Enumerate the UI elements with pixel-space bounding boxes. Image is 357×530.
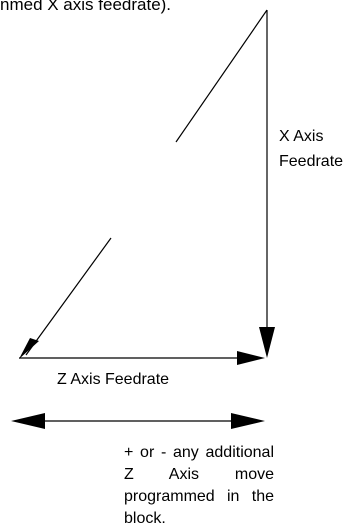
resultant-vector-lower	[25, 237, 112, 356]
top-caption: nmed X axis feedrate).	[0, 0, 172, 14]
feedrate-diagram: nmed X axis feedrate). X Axis Feedrate Z…	[0, 0, 343, 527]
additional-z-left-arrowhead	[11, 413, 45, 429]
resultant-arrowhead	[19, 338, 39, 359]
x-axis-feedrate-label: X Axis Feedrate	[279, 124, 343, 174]
vector-drawing	[11, 9, 275, 429]
resultant-vector-upper	[175, 9, 268, 143]
z-axis-arrowhead	[237, 351, 265, 365]
z-axis-feedrate-label: Z Axis Feedrate	[57, 371, 170, 388]
x-axis-label-line-2: Feedrate	[279, 153, 344, 170]
additional-z-right-arrowhead	[231, 413, 265, 429]
x-axis-arrowhead	[259, 327, 275, 358]
x-axis-label-line-1: X Axis	[279, 128, 324, 145]
